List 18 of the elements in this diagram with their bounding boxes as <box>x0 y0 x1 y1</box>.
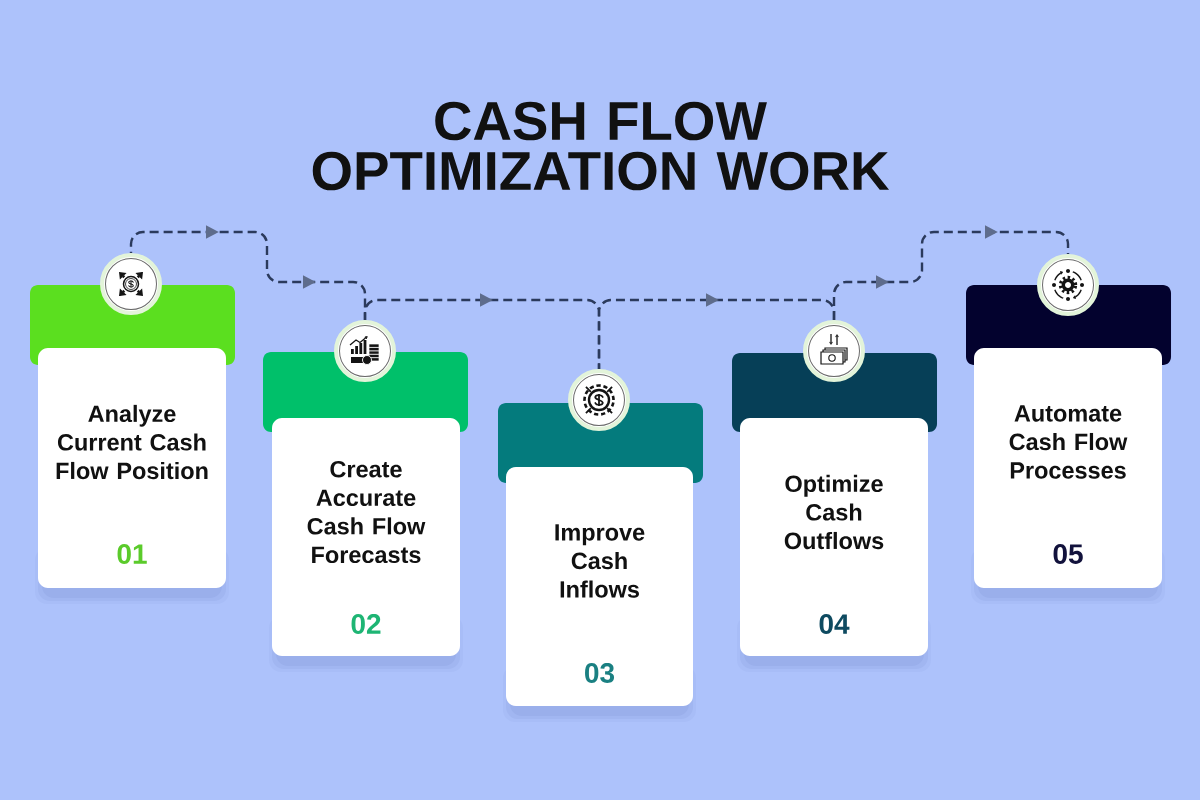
dashed-connector <box>832 225 1070 320</box>
dashed-connector <box>597 293 836 369</box>
title: CASH FLOW OPTIMIZATION WORK <box>312 101 890 191</box>
step-title: Optimize Cash Outflows <box>784 474 884 550</box>
step-card <box>30 285 235 604</box>
step-title: Automate Cash Flow Processes <box>1009 405 1128 479</box>
step-number: 02 <box>351 614 381 634</box>
step-number: 05 <box>1053 544 1083 564</box>
step-card <box>966 285 1171 604</box>
step-title: Improve Cash Inflows <box>555 524 645 598</box>
step-title: Analyze Current Cash Flow Position <box>56 404 208 480</box>
step-number: 01 <box>117 544 147 564</box>
step-number: 04 <box>819 614 850 634</box>
step-card <box>263 352 468 672</box>
step-number: 03 <box>585 663 615 683</box>
step-card <box>732 353 937 672</box>
step-card <box>498 403 703 722</box>
step-title: Create Accurate Cash Flow Forecasts <box>307 460 426 564</box>
